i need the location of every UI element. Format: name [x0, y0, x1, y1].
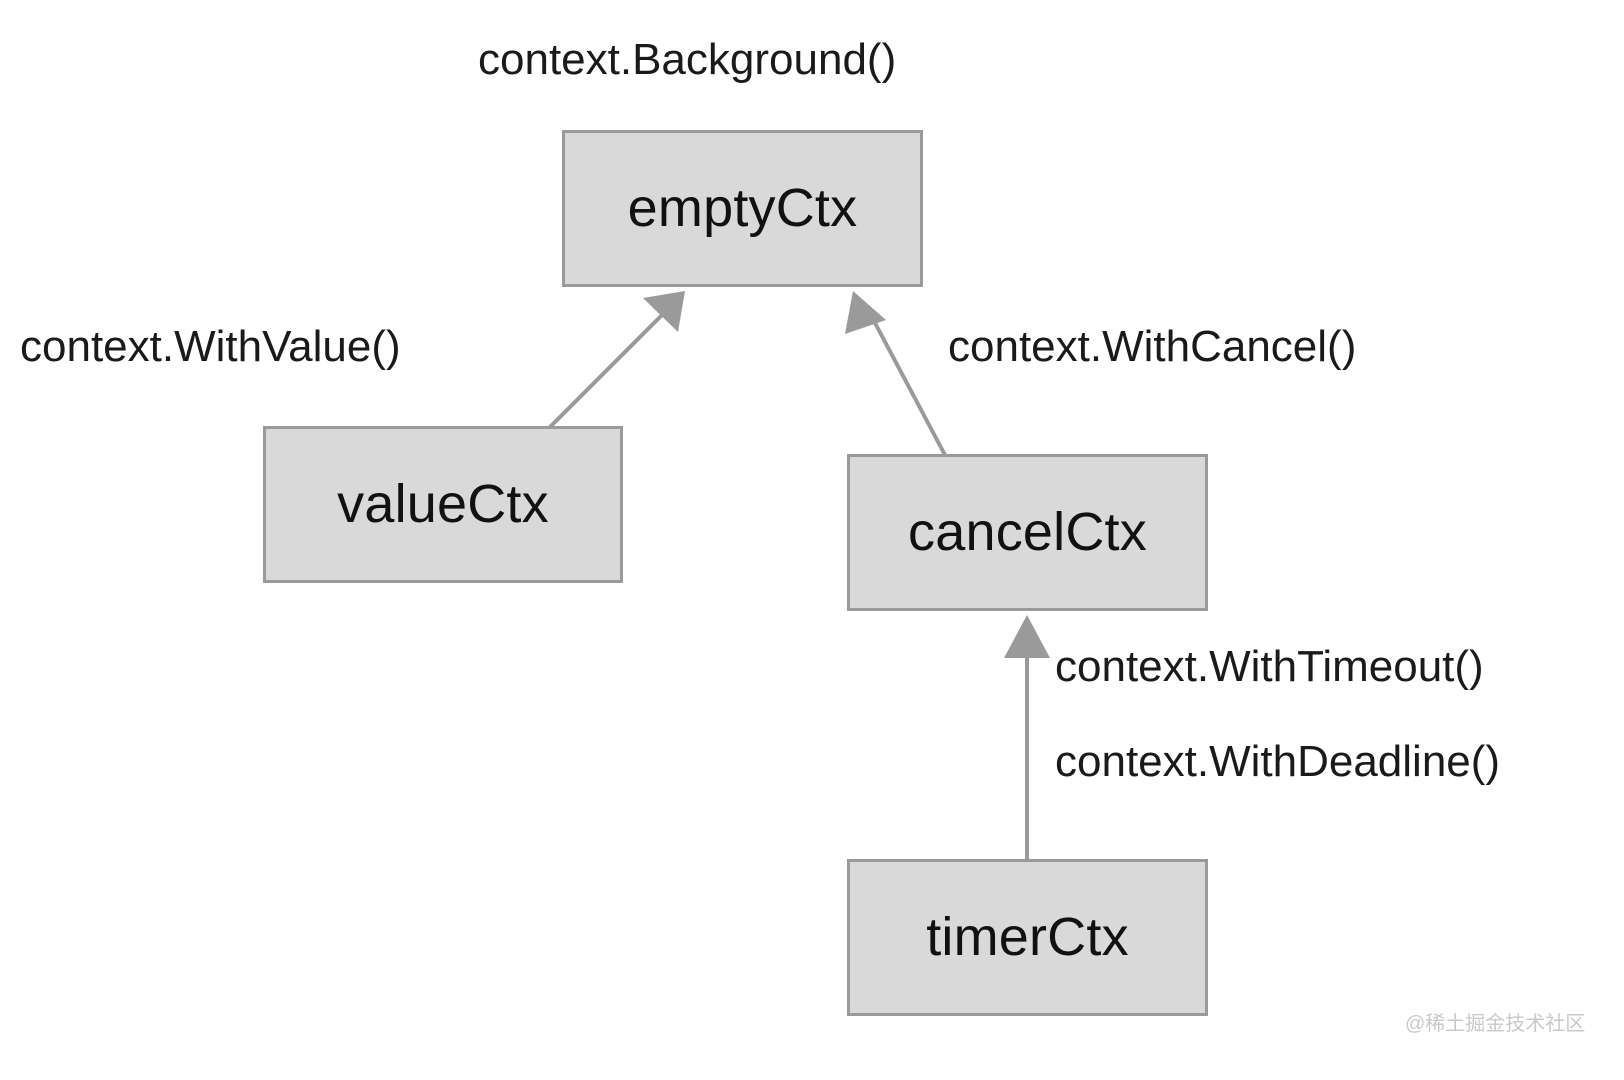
caption-context-withdeadline: context.WithDeadline(): [1055, 737, 1501, 786]
node-emptyctx[interactable]: emptyCtx: [562, 130, 923, 287]
edge-timerctx-to-cancelctx: [1004, 615, 1050, 859]
node-emptyctx-label: emptyCtx: [627, 177, 858, 238]
caption-context-withtimeout: context.WithTimeout(): [1055, 642, 1484, 691]
node-valuectx-label: valueCtx: [337, 473, 549, 534]
caption-context-background: context.Background(): [478, 35, 897, 84]
watermark: @稀土掘金技术社区: [1405, 1013, 1586, 1035]
node-timerctx-label: timerCtx: [926, 906, 1129, 967]
edge-valuectx-to-emptyctx: [543, 291, 685, 434]
caption-context-withcancel: context.WithCancel(): [948, 322, 1357, 371]
node-timerctx[interactable]: timerCtx: [847, 859, 1208, 1016]
node-cancelctx-label: cancelCtx: [908, 501, 1147, 562]
node-cancelctx[interactable]: cancelCtx: [847, 454, 1208, 611]
edge-cancelctx-to-emptyctx: [845, 291, 947, 456]
node-valuectx[interactable]: valueCtx: [263, 426, 623, 583]
caption-context-withvalue: context.WithValue(): [20, 322, 401, 371]
